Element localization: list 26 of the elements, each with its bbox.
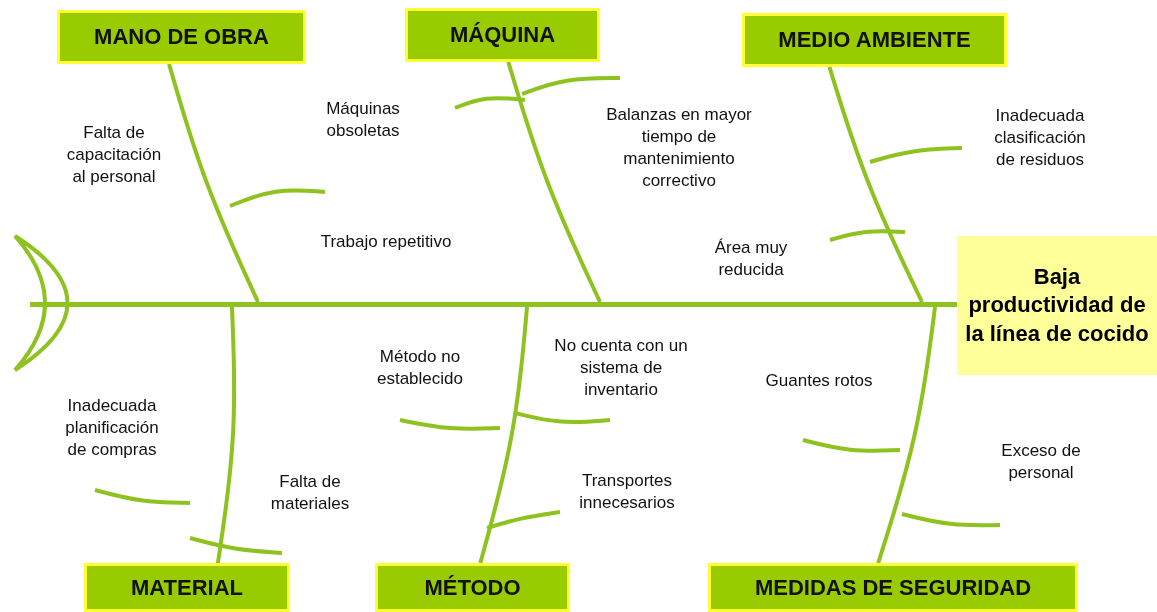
effect-box: Baja productividad de la línea de cocido [957,236,1157,375]
bone-line [506,61,602,303]
bone-line [827,66,924,303]
cause-text: No cuenta con un sistema de inventario [553,335,689,401]
category-box: MÉTODO [375,563,570,612]
cause-text: Guantes rotos [764,370,874,392]
cause-text: Falta de capacitación al personal [65,122,163,188]
cause-text: Falta de materiales [269,471,351,515]
cause-text: Área muy reducida [713,237,789,281]
category-box: MEDIDAS DE SEGURIDAD [708,563,1078,612]
category-box: MÁQUINA [405,8,600,62]
category-box: MEDIO AMBIENTE [742,13,1007,67]
category-box: MANO DE OBRA [57,10,306,64]
cause-text: Trabajo repetitivo [319,231,453,253]
cause-text: Exceso de personal [1000,440,1082,484]
bone-line [215,306,237,564]
bone-line [478,306,529,564]
cause-text: Método no establecido [376,346,464,390]
cause-text: Transportes innecesarios [578,470,676,514]
cause-text: Máquinas obsoletas [325,98,401,142]
category-box: MATERIAL [84,563,290,612]
cause-text: Balanzas en mayor tiempo de mantenimiento correctivo [605,104,753,192]
bone-line [876,306,937,564]
cause-text: Inadecuada planificación de compras [64,395,160,461]
bone-line [167,63,260,303]
cause-text: Inadecuada clasificación de residuos [993,105,1087,171]
